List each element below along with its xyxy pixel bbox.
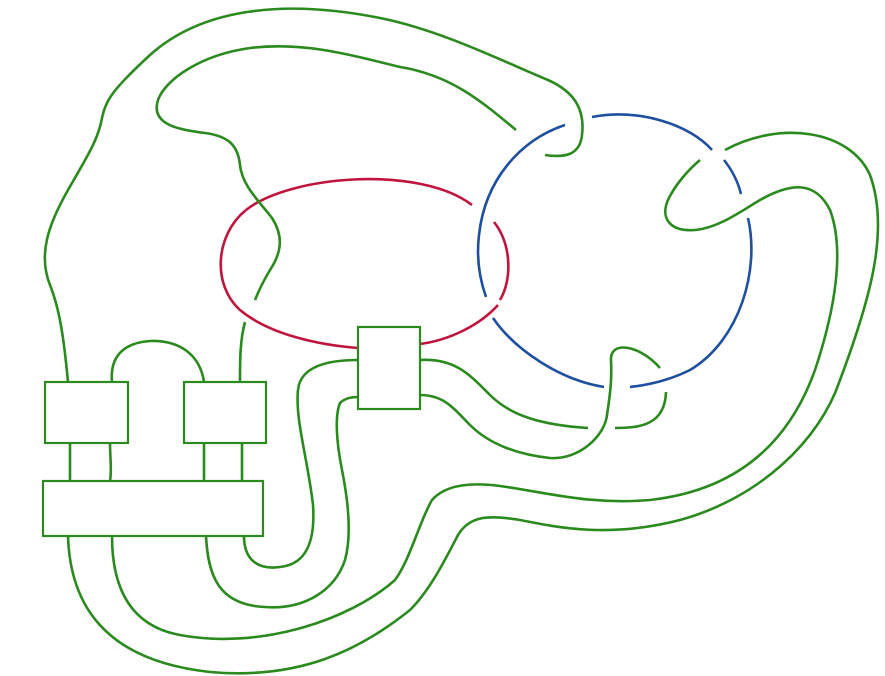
box-bottom-wide	[41, 479, 265, 538]
box-top-left	[43, 380, 130, 445]
box-top-middle	[182, 380, 268, 445]
green-center-right-upper	[419, 358, 589, 430]
green-bridge-between-boxes	[110, 339, 206, 383]
blue-arc-upper-left	[476, 123, 566, 298]
red-arc-left	[219, 208, 247, 311]
green-bottom-second-loop	[110, 159, 839, 641]
green-inner-top-arc	[155, 44, 517, 301]
blue-arc-right	[629, 217, 753, 389]
green-outer-left-arc	[43, 7, 584, 383]
blue-component	[476, 113, 753, 389]
green-strand-to-middle-box	[238, 321, 247, 383]
red-arc-bottom	[239, 309, 359, 350]
red-arc-bottom-right	[419, 304, 499, 346]
blue-arc-top	[591, 113, 713, 151]
coupon-boxes	[41, 325, 422, 538]
green-component	[43, 7, 880, 675]
green-bottom-inner-loop	[242, 358, 359, 569]
red-component	[219, 177, 510, 350]
red-arc-top	[245, 177, 473, 212]
box-center	[356, 325, 422, 411]
green-right-small-hook	[614, 391, 668, 430]
green-bottom-outer-loop	[66, 131, 880, 675]
green-vertical-2	[108, 442, 113, 482]
blue-arc-bottom-left	[491, 317, 605, 389]
green-bottom-third-loop	[204, 395, 359, 609]
blue-arc-upper-right	[722, 159, 743, 195]
green-center-right-lower	[419, 346, 661, 460]
red-arc-right	[492, 221, 510, 301]
